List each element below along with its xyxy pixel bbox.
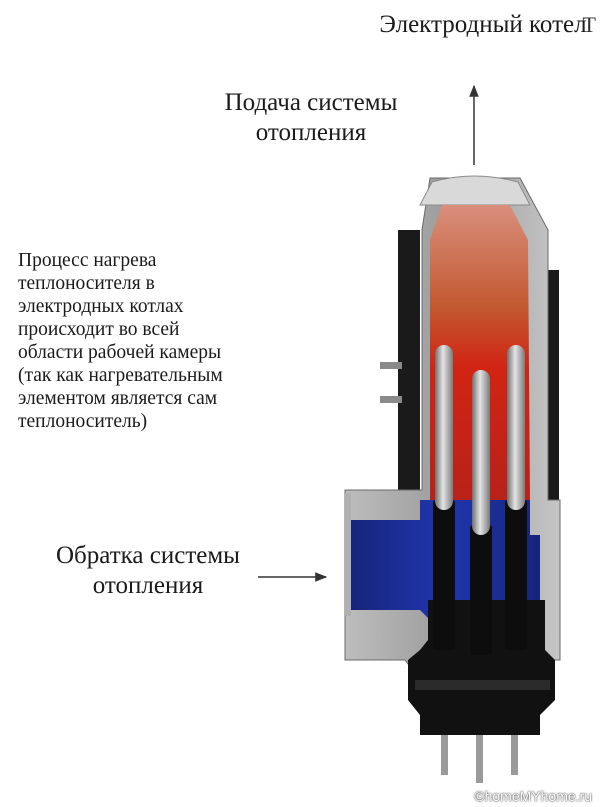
outlet-cap — [419, 175, 531, 206]
rear-housing — [398, 230, 420, 500]
hot-water-zone — [430, 205, 530, 500]
process-line: теплоносителя в — [18, 273, 155, 294]
electrode-rod — [507, 345, 525, 510]
process-line: элементом является сам — [18, 388, 218, 409]
side-pin-lower — [380, 396, 402, 403]
process-line: происходит во всей — [18, 319, 180, 340]
electrode-rod — [435, 345, 453, 510]
process-line: области рабочей камеры — [18, 342, 222, 363]
process-line: (так как нагревательным — [18, 365, 223, 386]
process-description: Процесс нагрева теплоносителя в электрод… — [18, 249, 308, 433]
diagram-title: Электродный котел — [379, 11, 587, 38]
process-line: электродных котлах — [18, 296, 184, 317]
terminal-pin — [441, 735, 448, 775]
electrode-sleeve — [433, 500, 455, 650]
process-line: теплоноситель) — [18, 411, 148, 432]
side-pin-upper — [380, 362, 402, 369]
terminal-pin — [476, 735, 483, 783]
inlet-pipe-wall — [345, 493, 351, 616]
electrode-sleeve — [470, 525, 492, 655]
return-label: Обратка системы отопления — [56, 542, 240, 599]
corner-mark: Т — [582, 12, 596, 37]
electrode-sleeve — [505, 500, 527, 650]
supply-label: Подача системы отопления — [224, 89, 398, 146]
bottom-insulator-ring — [415, 680, 550, 690]
electrode-rod — [472, 370, 490, 535]
process-line: Процесс нагрева — [18, 250, 157, 271]
terminal-pin — [511, 735, 518, 775]
watermark: ©homeMYhome.ru — [474, 788, 592, 804]
